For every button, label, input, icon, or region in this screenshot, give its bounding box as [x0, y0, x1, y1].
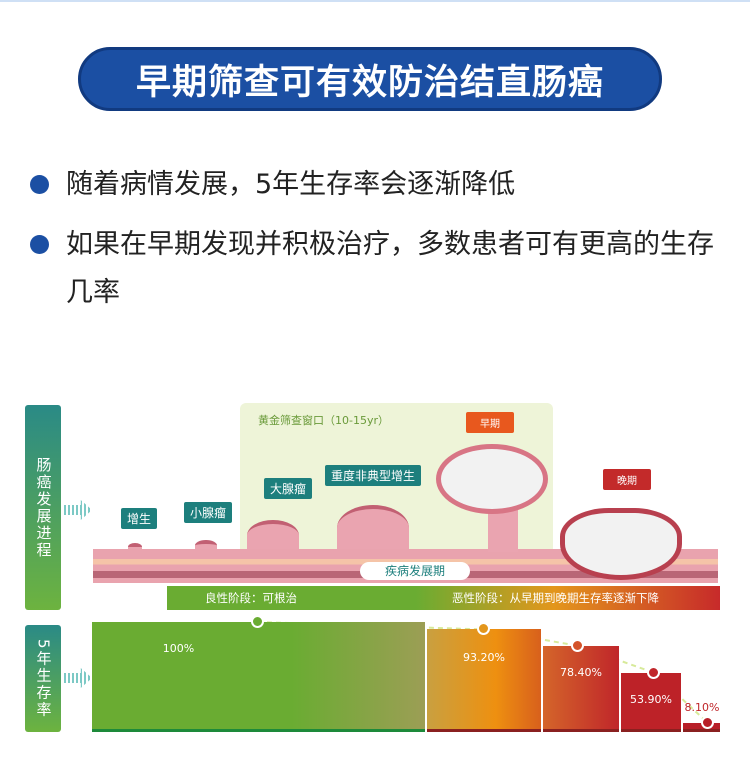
stage-bar: 良性阶段：可根治 恶性阶段：从早期到晚期生存率逐渐下降 [167, 586, 720, 610]
tag-small-adenoma: 小腺瘤 [184, 502, 233, 523]
stage-benign: 良性阶段：可根治 [205, 591, 297, 605]
tag-early: 早期 [466, 412, 514, 433]
bullet-text: 如果在早期发现并积极治疗，多数患者可有更高的生存几率 [66, 229, 714, 308]
tag-hyperplasia: 增生 [121, 508, 158, 529]
small-adenoma-illustration [195, 540, 217, 551]
data-point [477, 622, 490, 636]
data-label: 78.40% [560, 665, 602, 679]
hyperplasia-illustration [128, 543, 142, 551]
window-label: 黄金筛查窗口（10-15yr） [258, 414, 389, 427]
bullet-text: 随着病情发展，5年生存率会逐渐降低 [66, 169, 516, 200]
arrow-right-icon [64, 668, 92, 688]
tag-late: 晚期 [603, 469, 651, 490]
data-point [701, 716, 714, 730]
data-point [571, 638, 584, 652]
data-label: 53.90% [630, 692, 672, 706]
stage-malignant: 恶性阶段：从早期到晚期生存率逐渐下降 [452, 591, 659, 605]
survival-label: 5年生存率 [25, 625, 61, 732]
large-adenoma-illustration [247, 520, 299, 551]
bar [92, 622, 425, 732]
tag-dysplasia: 重度非典型增生 [325, 465, 422, 486]
early-cancer-illustration [436, 444, 548, 514]
late-cancer-illustration [560, 508, 682, 580]
top-divider [0, 0, 750, 2]
bullet-dot-icon [30, 235, 49, 254]
dysplasia-illustration [337, 505, 409, 551]
data-label: 8.10% [684, 701, 720, 715]
data-label: 100% [162, 642, 195, 655]
bar [427, 629, 541, 732]
bar [621, 672, 681, 732]
bar [543, 645, 619, 732]
bullet-dot-icon [30, 175, 49, 194]
arrow-right-icon [64, 500, 92, 520]
progression-label: 肠癌发展进程 [25, 405, 61, 610]
page-title: 早期筛查可有效防治结直肠癌 [78, 47, 662, 111]
data-point [251, 615, 264, 628]
data-point [647, 665, 660, 679]
bar [683, 723, 720, 732]
data-label: 93.20% [463, 651, 505, 665]
disease-period-label: 疾病发展期 [360, 562, 470, 580]
tag-large-adenoma: 大腺瘤 [264, 478, 313, 499]
